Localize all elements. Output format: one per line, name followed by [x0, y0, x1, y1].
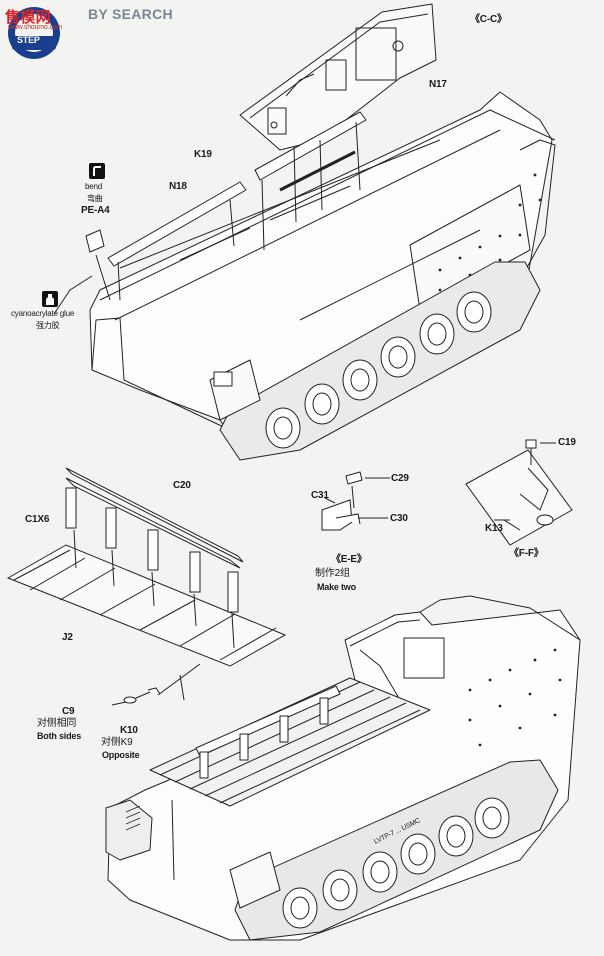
label-k19: K19: [194, 149, 212, 160]
label-c9-en: Both sides: [37, 731, 82, 741]
floor-subassembly-drawing: [6, 467, 287, 706]
label-k10-cn: 对侧K9: [101, 737, 133, 748]
ee-subassembly-drawing: [321, 471, 390, 531]
bend-icon: [89, 163, 105, 179]
label-c29: C29: [391, 473, 409, 484]
label-make-two-cn: 制作2组: [315, 568, 350, 579]
label-section-cc: 《C-C》: [470, 14, 507, 25]
label-n18: N18: [169, 181, 187, 192]
label-section-ff: 《F-F》: [509, 548, 544, 559]
watermark-url: www.shoumo.com: [8, 24, 62, 31]
label-j2: J2: [62, 632, 73, 643]
label-c30: C30: [390, 513, 408, 524]
label-glue-cn: 强力胶: [36, 321, 60, 330]
label-glue-en: cyanoacrylate glue: [11, 309, 75, 318]
label-pe-a4: PE-A4: [81, 205, 110, 216]
label-k10-en: Opposite: [102, 750, 140, 760]
label-bend-cn: 弯曲: [87, 194, 103, 203]
label-c9: C9: [62, 706, 75, 717]
label-make-two-en: Make two: [317, 582, 356, 592]
label-k13: K13: [485, 523, 503, 534]
step-word: STEP: [17, 35, 40, 45]
glue-bottle-icon: [42, 291, 58, 307]
label-c20: C20: [173, 480, 191, 491]
watermark-site-en: BY SEARCH: [88, 6, 173, 22]
label-c31: C31: [311, 490, 329, 501]
label-k10: K10: [120, 725, 138, 736]
label-n17: N17: [429, 79, 447, 90]
label-bend-en: bend: [85, 182, 102, 191]
label-section-ee: 《E-E》: [331, 554, 367, 565]
label-c9-cn: 对侧相同: [37, 718, 77, 729]
label-c1x6: C1X6: [25, 514, 50, 525]
step-badge-icon: [8, 7, 60, 59]
upper-hull-drawing: [53, 3, 556, 461]
ff-subassembly-drawing: [465, 439, 573, 546]
label-c19: C19: [558, 437, 576, 448]
watermark-site-cn: 售模网: [5, 9, 51, 26]
lower-hull-drawing: [105, 595, 581, 941]
